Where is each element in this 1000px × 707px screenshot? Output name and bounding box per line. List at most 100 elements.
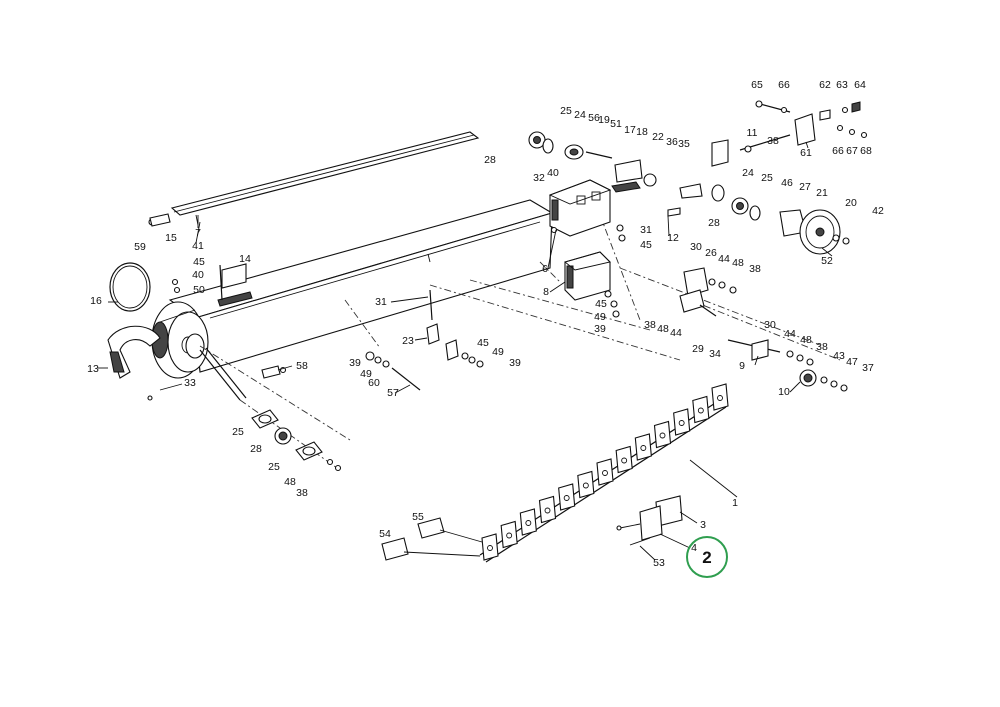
- callout-label: 40: [192, 269, 204, 281]
- callout-label: 49: [492, 346, 504, 358]
- callout-label: 39: [509, 357, 521, 369]
- bolts-under-beam: [147, 213, 626, 401]
- callout-label: 49: [360, 368, 372, 380]
- callout-label: 53: [653, 557, 665, 569]
- badge-label: 2: [702, 548, 711, 567]
- chain-pin: [602, 470, 608, 476]
- callout-label: 48: [284, 476, 296, 488]
- callout-label: 31: [375, 296, 387, 308]
- callout-label: 66: [832, 145, 844, 157]
- lower-bearing-assembly: [251, 409, 342, 472]
- callout-label: 38: [296, 487, 308, 499]
- chain-link: [500, 520, 518, 549]
- callout-label: 24: [574, 109, 586, 121]
- chain-link: [538, 495, 557, 524]
- callout-label: 67: [846, 145, 858, 157]
- reference-badge: 2: [686, 536, 728, 578]
- callout-label: 14: [239, 253, 251, 265]
- callout-label: 57: [387, 387, 399, 399]
- chain-link: [711, 383, 729, 411]
- callout-label: 39: [349, 357, 361, 369]
- callout-label: 16: [90, 295, 102, 307]
- callout-label: 45: [193, 256, 205, 268]
- callout-label: 52: [821, 255, 833, 267]
- chain-pin: [487, 545, 493, 551]
- callout-label: 12: [667, 232, 679, 244]
- callout-label: 66: [778, 79, 790, 91]
- callout-label: 7: [195, 227, 201, 239]
- conveyor-beam: [168, 199, 554, 373]
- callout-label: 41: [192, 240, 204, 252]
- callout-label: 28: [250, 443, 262, 455]
- callout-label: 28: [708, 217, 720, 229]
- top-shaft-assembly: [528, 131, 850, 255]
- chain-pin: [621, 457, 628, 464]
- callout-label: 31: [640, 224, 652, 236]
- callout-label: 30: [690, 241, 702, 253]
- callout-label: 10: [778, 386, 790, 398]
- chain-pin: [659, 432, 666, 439]
- callout-label: 38: [816, 341, 828, 353]
- bracket-61: [711, 100, 868, 167]
- callout-label: 51: [610, 118, 622, 130]
- callout-label: 38: [749, 263, 761, 275]
- callout-label: 45: [595, 298, 607, 310]
- callout-label: 48: [732, 257, 744, 269]
- callout-label: 33: [184, 377, 196, 389]
- callout-label: 27: [799, 181, 811, 193]
- chain-link: [558, 483, 576, 511]
- callout-label: 37: [862, 362, 874, 374]
- callout-label: 45: [477, 337, 489, 349]
- callout-label: 62: [819, 79, 831, 91]
- callout-label: 55: [412, 511, 424, 523]
- callout-label: 21: [816, 187, 828, 199]
- callout-label: 49: [594, 311, 606, 323]
- callout-label: 25: [560, 105, 572, 117]
- chain-pin: [544, 507, 551, 514]
- chain-pin: [525, 520, 532, 526]
- leader-lines: [98, 141, 833, 561]
- bearing-housing-upper: [548, 179, 612, 237]
- callout-label: 48: [657, 323, 669, 335]
- callout-label: 63: [836, 79, 848, 91]
- tensioner-assembly: [679, 267, 848, 392]
- callout-label: 56: [588, 112, 600, 124]
- callout-label: 45: [640, 239, 652, 251]
- callout-label: 32: [533, 172, 545, 184]
- callout-label: 65: [751, 79, 763, 91]
- callout-label: 60: [368, 377, 380, 389]
- callout-label: 1: [732, 497, 738, 509]
- chain-pin: [678, 420, 685, 426]
- callout-label: 26: [705, 247, 717, 259]
- callout-label: 18: [636, 126, 648, 138]
- callout-label: 54: [379, 528, 391, 540]
- callout-label: 39: [594, 323, 606, 335]
- callout-label: 40: [547, 167, 559, 179]
- callout-label: 13: [87, 363, 99, 375]
- chain-link: [673, 408, 691, 436]
- callout-label: 38: [767, 135, 779, 147]
- callout-label: 68: [860, 145, 872, 157]
- callout-label: 28: [484, 154, 496, 166]
- chain-link: [653, 420, 672, 449]
- chain-link: [634, 433, 652, 461]
- bearing-housing-lower: [564, 251, 611, 301]
- callout-label: 15: [165, 232, 177, 244]
- chain-attachment: [616, 495, 683, 546]
- badge-circle: [686, 536, 728, 578]
- callout-label: 48: [800, 334, 812, 346]
- chain-pin: [640, 445, 647, 451]
- chain-pin: [697, 407, 704, 414]
- callout-label: 42: [872, 205, 884, 217]
- callout-label: 34: [709, 348, 721, 360]
- callout-label: 44: [718, 253, 730, 265]
- chain-link: [481, 533, 499, 561]
- callout-label: 19: [598, 114, 610, 126]
- callout-label: 22: [652, 131, 664, 143]
- callout-label: 44: [670, 327, 682, 339]
- callout-label: 59: [134, 241, 146, 253]
- callout-label: 6: [542, 263, 548, 275]
- callout-label: 64: [854, 79, 866, 91]
